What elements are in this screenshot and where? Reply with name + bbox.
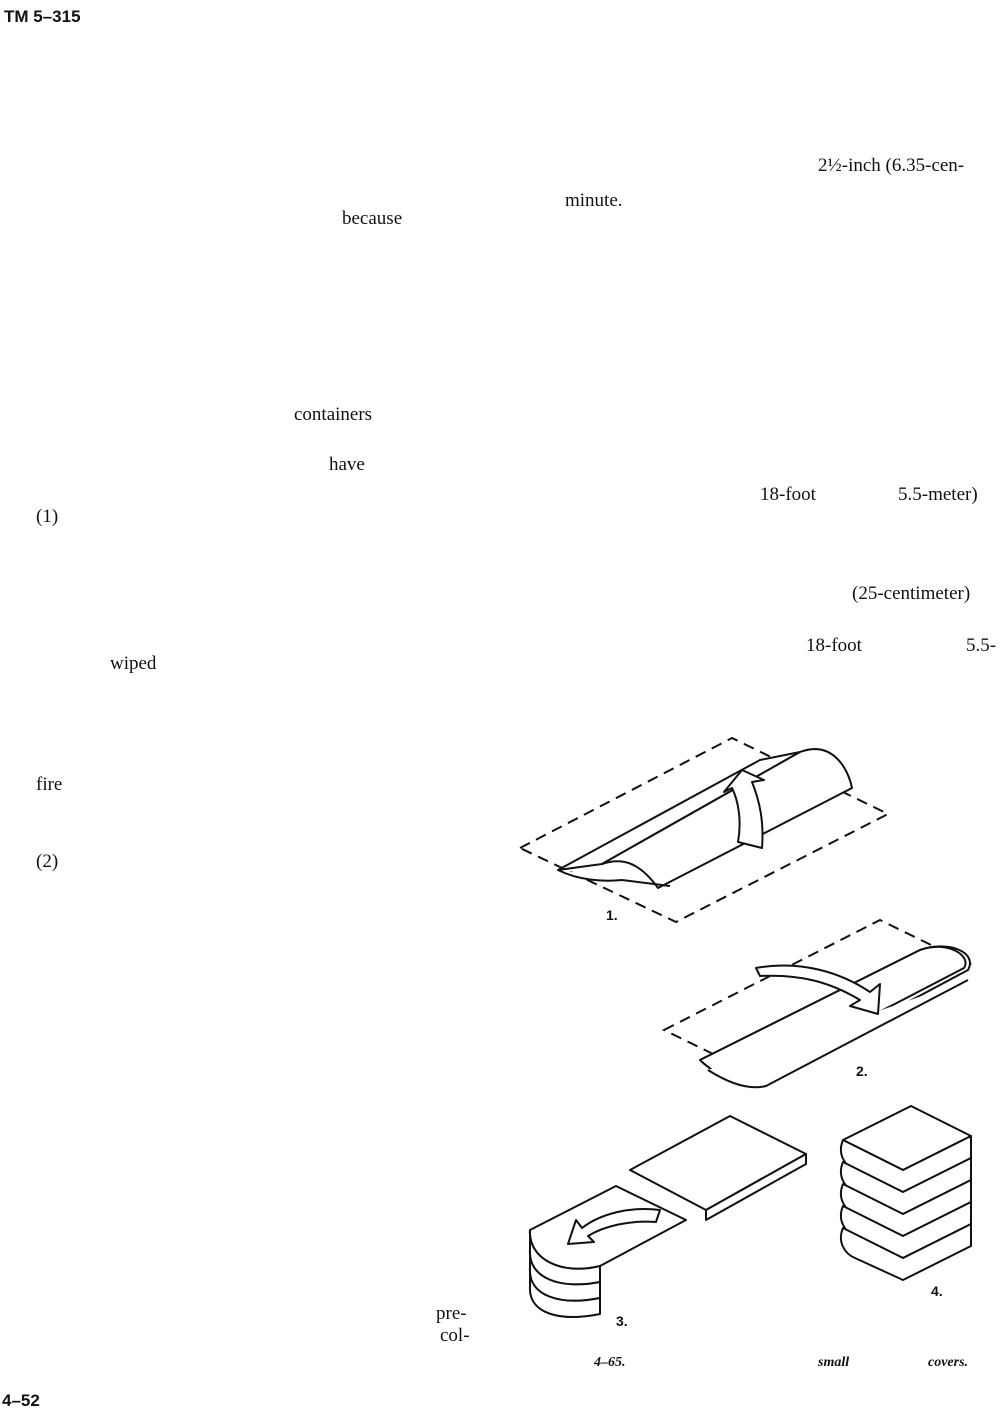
step-label: 2. <box>856 1063 868 1079</box>
text-fragment: because <box>342 208 403 229</box>
text-fragment: col- <box>440 1325 470 1346</box>
fold-step-4-illustration: 4. <box>839 1105 972 1299</box>
fold-step-2-illustration: 2. <box>661 918 973 1089</box>
text-fragment: have <box>329 454 365 475</box>
text-fragment: fire <box>36 774 63 795</box>
text-fragment: wiped <box>110 653 157 674</box>
fold-step-3-illustration: 3. <box>528 1115 807 1329</box>
figure-caption-fragment: covers. <box>928 1355 969 1370</box>
document-id: TM 5–315 <box>4 7 81 26</box>
text-fragment: 18-foot <box>760 484 816 505</box>
step-label: 1. <box>606 907 618 923</box>
text-fragment: 18-foot <box>806 635 862 656</box>
text-fragment: pre- <box>436 1303 467 1324</box>
paragraph-marker: (1) <box>36 506 59 527</box>
fold-step-1-illustration: 1. <box>517 736 891 924</box>
paragraph-marker: (2) <box>36 851 59 872</box>
text-fragment: (25-centimeter) <box>852 583 971 604</box>
figure-caption-number: 4–65. <box>594 1355 626 1370</box>
text-fragment: 2½-inch (6.35-cen- <box>818 155 965 176</box>
page-number: 4–52 <box>2 1391 40 1410</box>
figure-caption-fragment: small <box>818 1355 850 1370</box>
text-fragment: containers <box>294 404 373 425</box>
step-label: 3. <box>616 1313 628 1329</box>
step-label: 4. <box>931 1283 943 1299</box>
text-fragment: 5.5-meter) <box>898 484 978 505</box>
text-fragment: minute. <box>565 190 623 211</box>
text-fragment: 5.5- <box>966 635 997 656</box>
